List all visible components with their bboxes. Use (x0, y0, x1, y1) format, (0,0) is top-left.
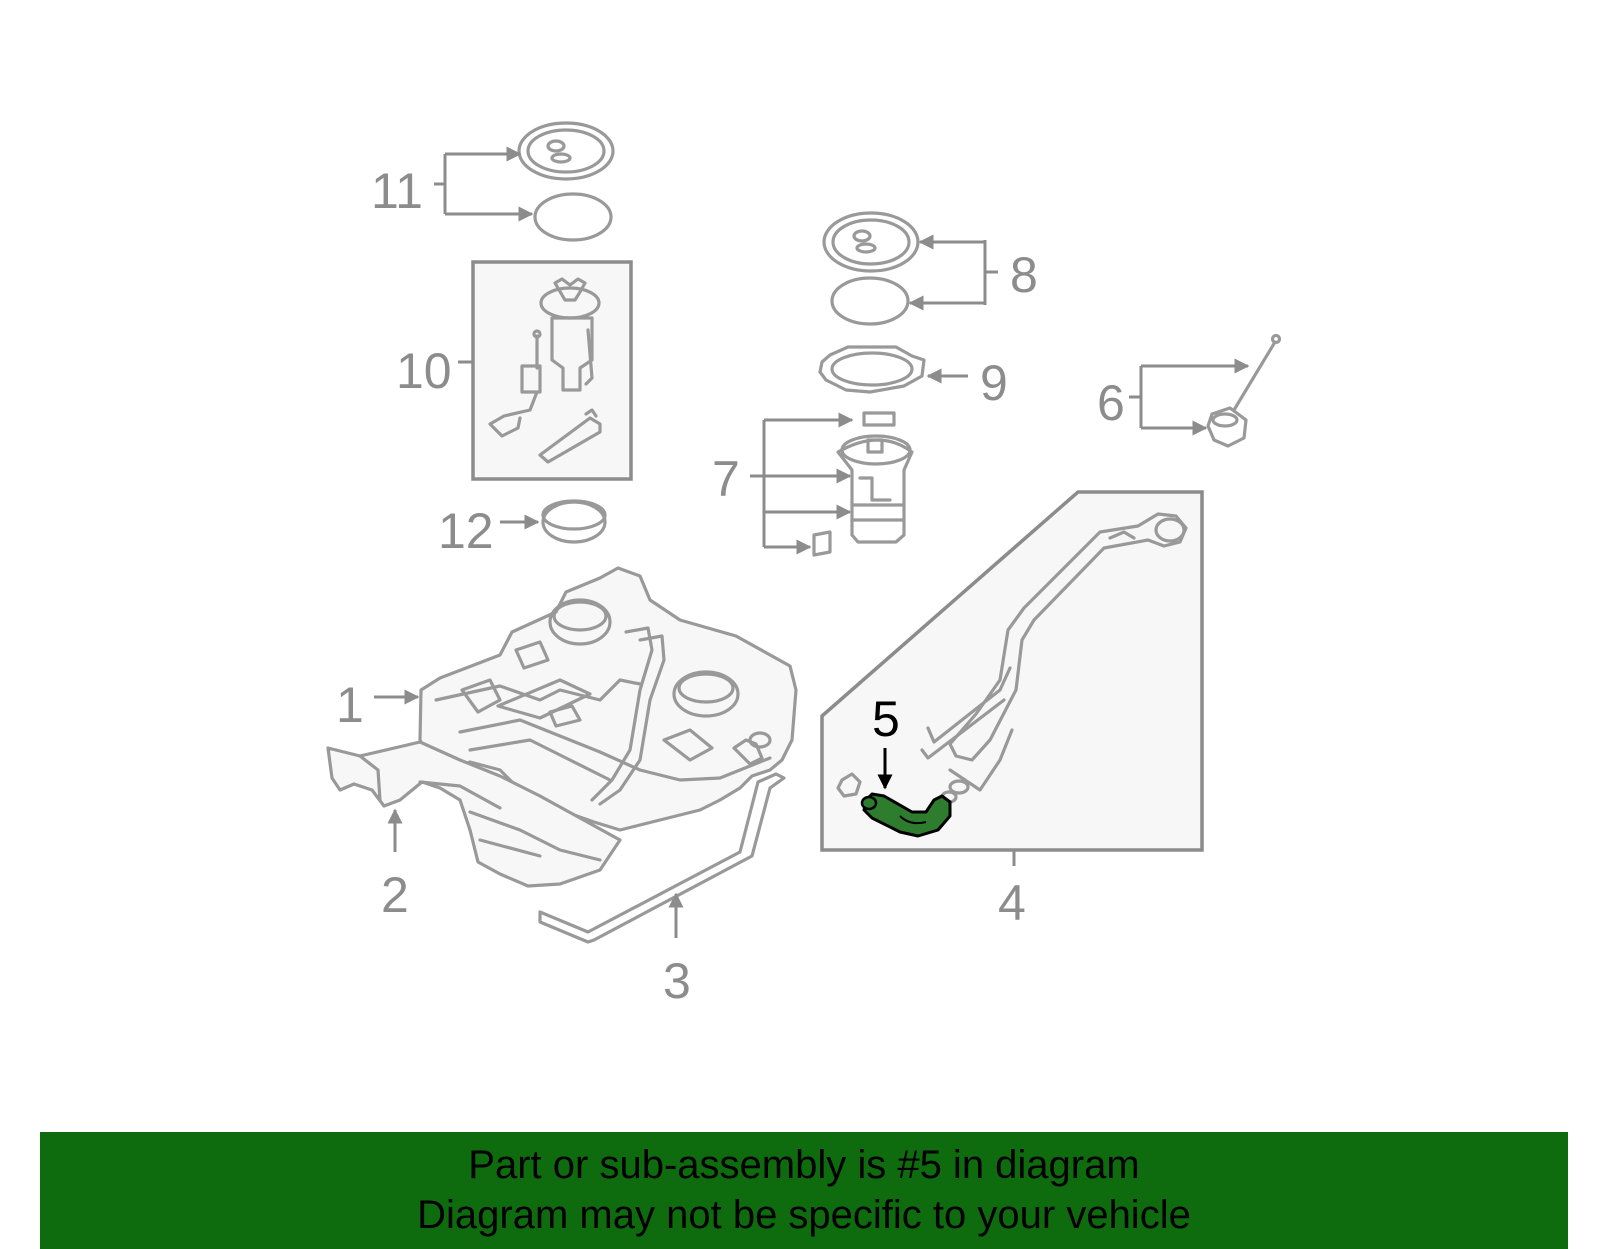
callout-4: 4 (998, 875, 1026, 931)
callout-3: 3 (663, 953, 691, 1009)
callout-6: 6 (1097, 375, 1125, 431)
part-6-fuel-cap: 6 (1097, 333, 1282, 448)
part-10-fuel-pump-assembly: 10 (396, 260, 633, 481)
callout-5: 5 (872, 691, 900, 747)
part-5-filler-hose-highlighted: 5 (860, 691, 952, 838)
part-4-filler-pipe-assembly: 4 (820, 490, 1204, 931)
callout-8: 8 (1010, 247, 1038, 303)
part-1-fuel-tank: 1 (336, 566, 798, 832)
callout-2: 2 (381, 867, 409, 923)
part-3-tank-strap: 3 (538, 772, 786, 1009)
part-12-seal: 12 (438, 499, 607, 559)
banner-line-part-number: Part or sub-assembly is #5 in diagram (468, 1143, 1140, 1187)
part-11-lock-ring-and-seal: 11 (371, 121, 615, 242)
banner-line-disclaimer: Diagram may not be specific to your vehi… (417, 1193, 1191, 1237)
callout-12: 12 (438, 503, 494, 559)
part-2-heat-shield: 2 (326, 740, 622, 923)
part-8-lock-ring-and-seal: 8 (822, 211, 1038, 326)
part-7-fuel-filter-assembly: 7 (712, 411, 914, 557)
callout-1: 1 (336, 677, 364, 733)
callout-10: 10 (396, 343, 452, 399)
callout-7: 7 (712, 451, 740, 507)
info-banner: Part or sub-assembly is #5 in diagram Di… (40, 1132, 1568, 1249)
callout-11: 11 (371, 163, 423, 219)
part-9-retainer: 9 (818, 345, 1008, 411)
callout-9: 9 (980, 355, 1008, 411)
